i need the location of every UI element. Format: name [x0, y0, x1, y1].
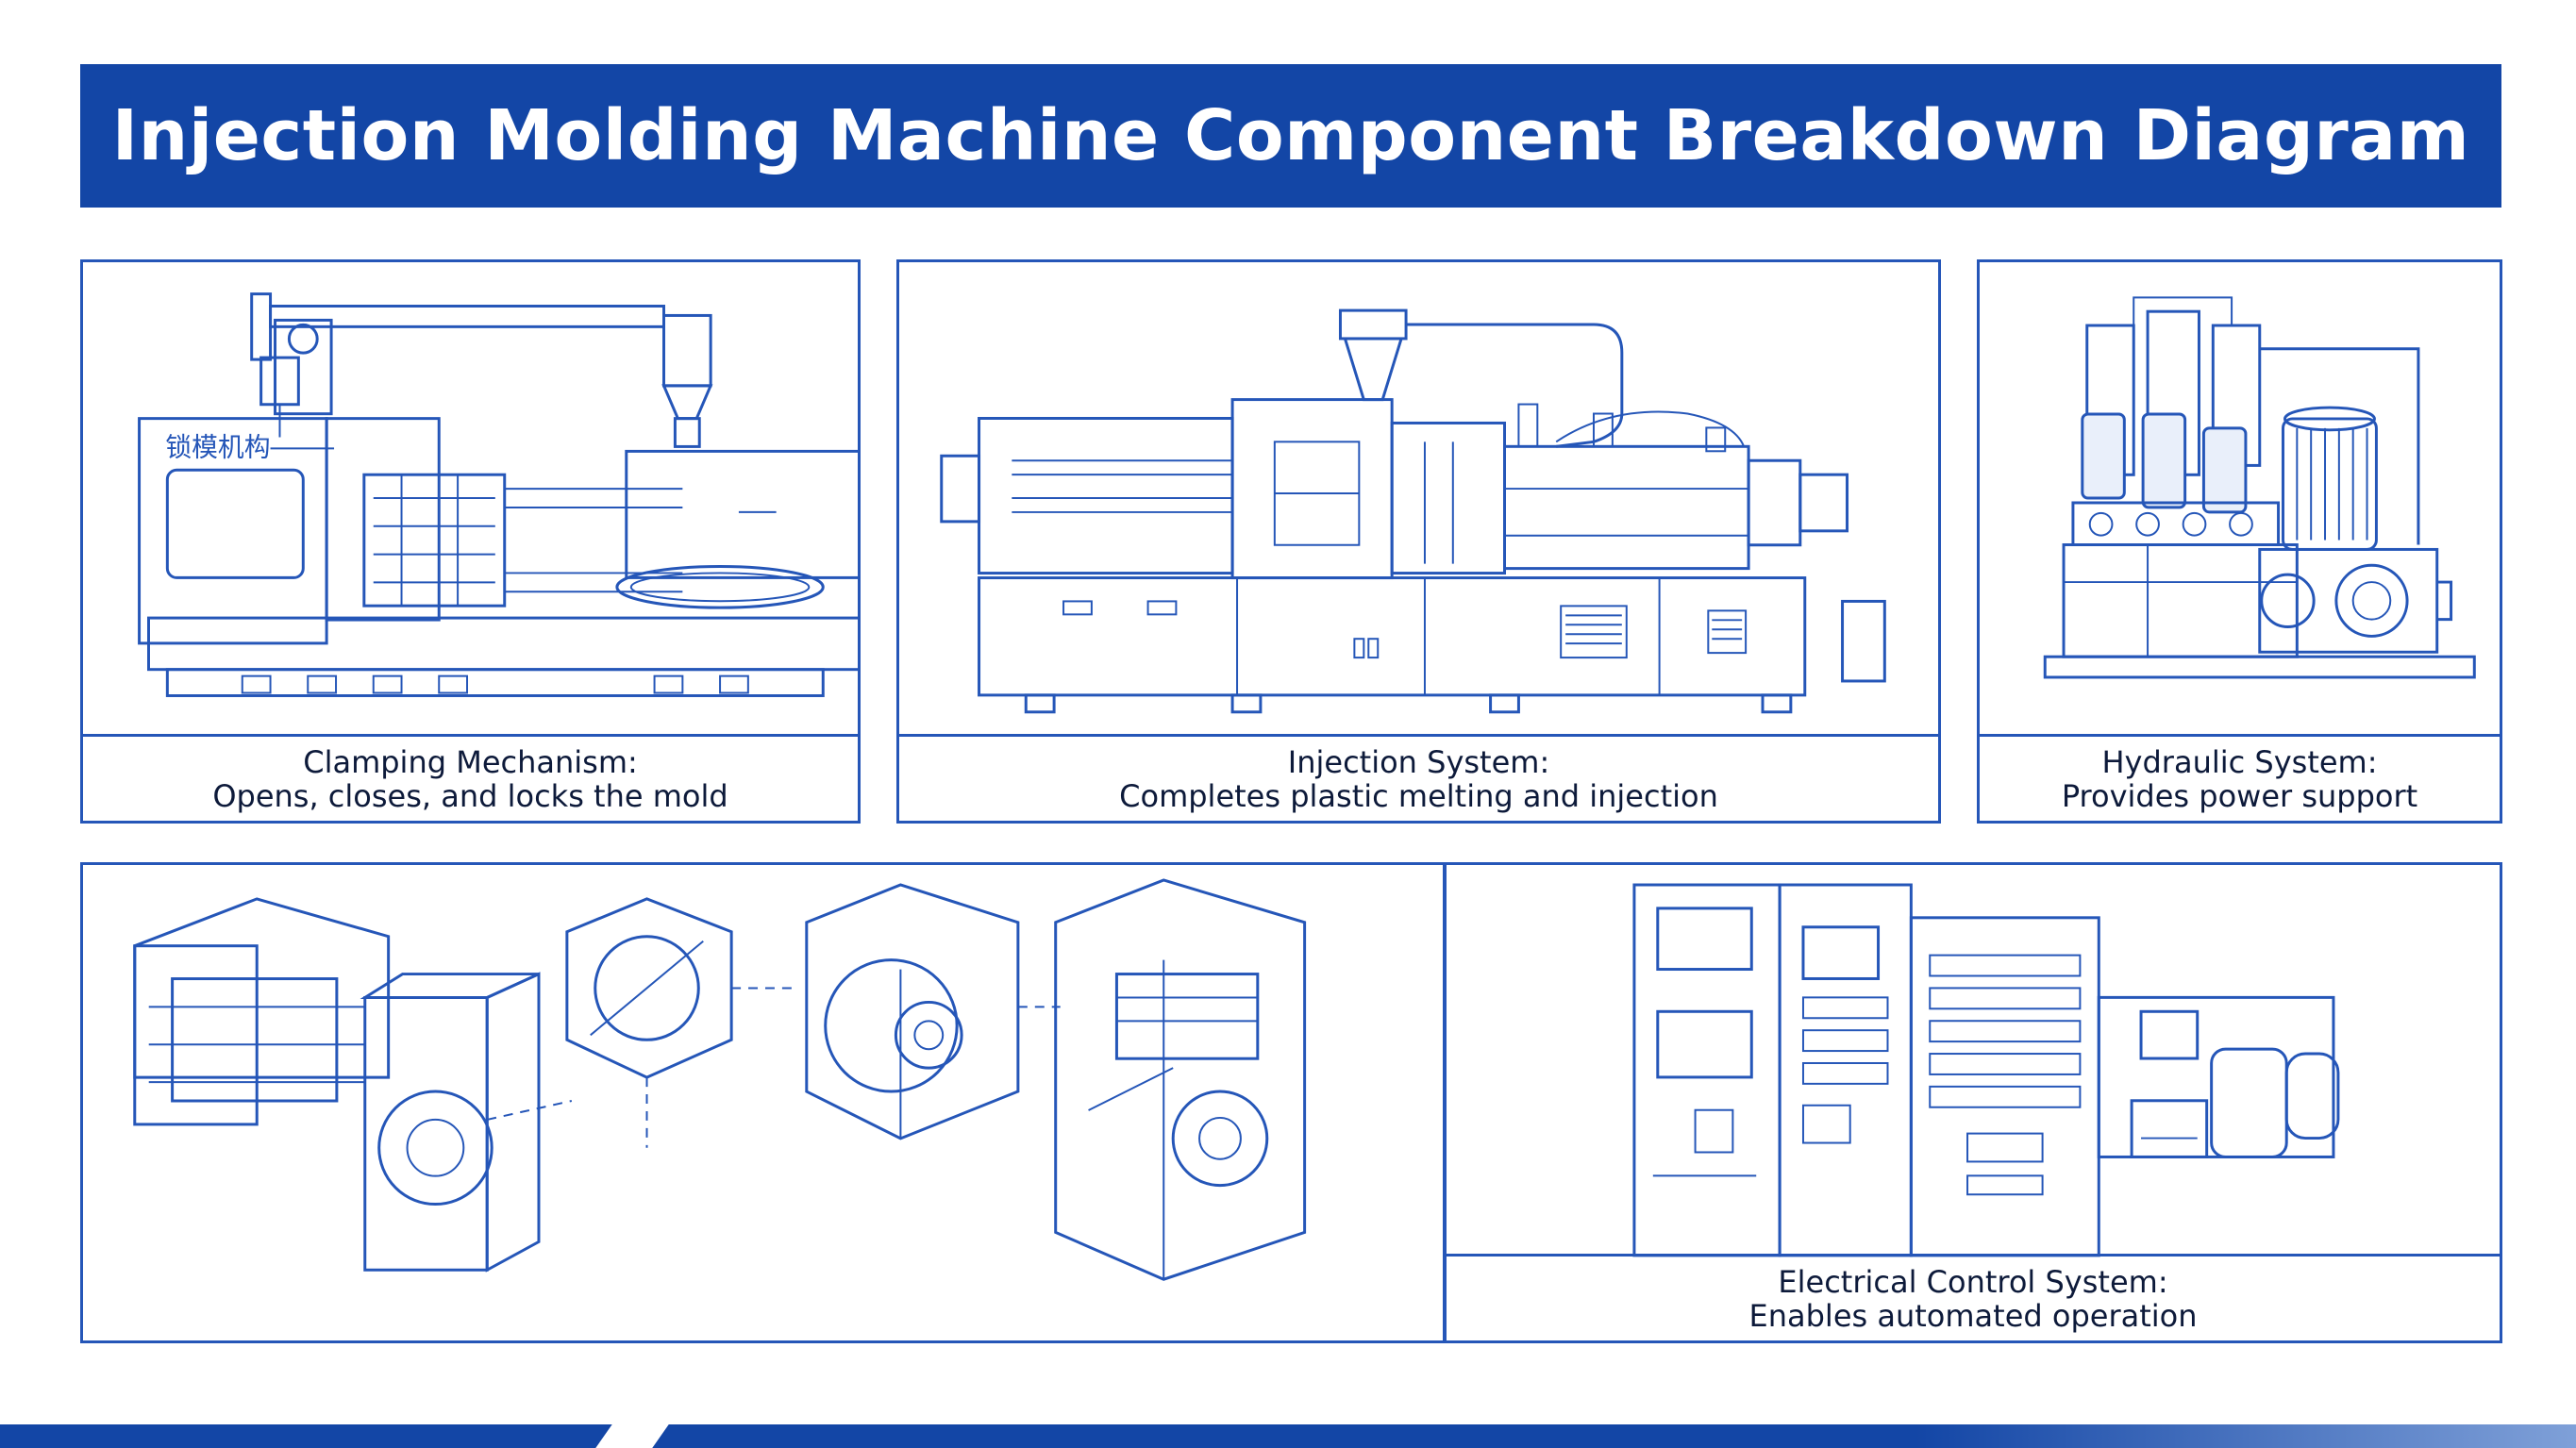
clamping-caption-description: Opens, closes, and locks the mold — [212, 777, 728, 814]
clamping-mechanism-drawing: 锁模机构 — [83, 262, 858, 739]
panel-hydraulic-system: Hydraulic System: Provides power support — [1977, 259, 2502, 824]
footer-accent-slash — [595, 1424, 669, 1448]
electrical-caption-description: Enables automated operation — [1748, 1297, 2198, 1334]
hydraulic-caption-description: Provides power support — [2061, 777, 2418, 814]
injection-caption-description: Completes plastic melting and injection — [1119, 777, 1718, 814]
title-bar: Injection Molding Machine Component Brea… — [80, 64, 2501, 208]
electrical-caption-title: Electrical Control System: — [1778, 1263, 2168, 1300]
injection-caption: Injection System: Completes plastic melt… — [899, 734, 1938, 821]
electrical-control-drawing — [1447, 865, 2500, 1259]
panel-injection-system: Injection System: Completes plastic melt… — [896, 259, 1941, 824]
clamping-caption: Clamping Mechanism: Opens, closes, and l… — [83, 734, 858, 821]
injection-system-drawing — [899, 262, 1938, 739]
page-title: Injection Molding Machine Component Brea… — [111, 95, 2470, 176]
hydraulic-caption: Hydraulic System: Provides power support — [1980, 734, 2500, 821]
injection-caption-title: Injection System: — [1287, 743, 1550, 780]
electrical-caption: Electrical Control System: Enables autom… — [1447, 1254, 2500, 1340]
hydraulic-system-drawing — [1980, 262, 2500, 739]
panel-exploded-view — [80, 862, 1446, 1343]
exploded-view-drawing — [83, 865, 1443, 1340]
hydraulic-caption-title: Hydraulic System: — [2101, 743, 2378, 780]
footer-gradient — [1915, 1424, 2576, 1448]
panel-electrical-control-system: Electrical Control System: Enables autom… — [1444, 862, 2502, 1343]
footer-bar — [0, 1424, 2576, 1448]
clamping-drawing-label: 锁模机构 — [165, 431, 270, 462]
panel-clamping-mechanism: 锁模机构 Clamping Mechanism: Opens, closes, … — [80, 259, 861, 824]
clamping-caption-title: Clamping Mechanism: — [303, 743, 638, 780]
